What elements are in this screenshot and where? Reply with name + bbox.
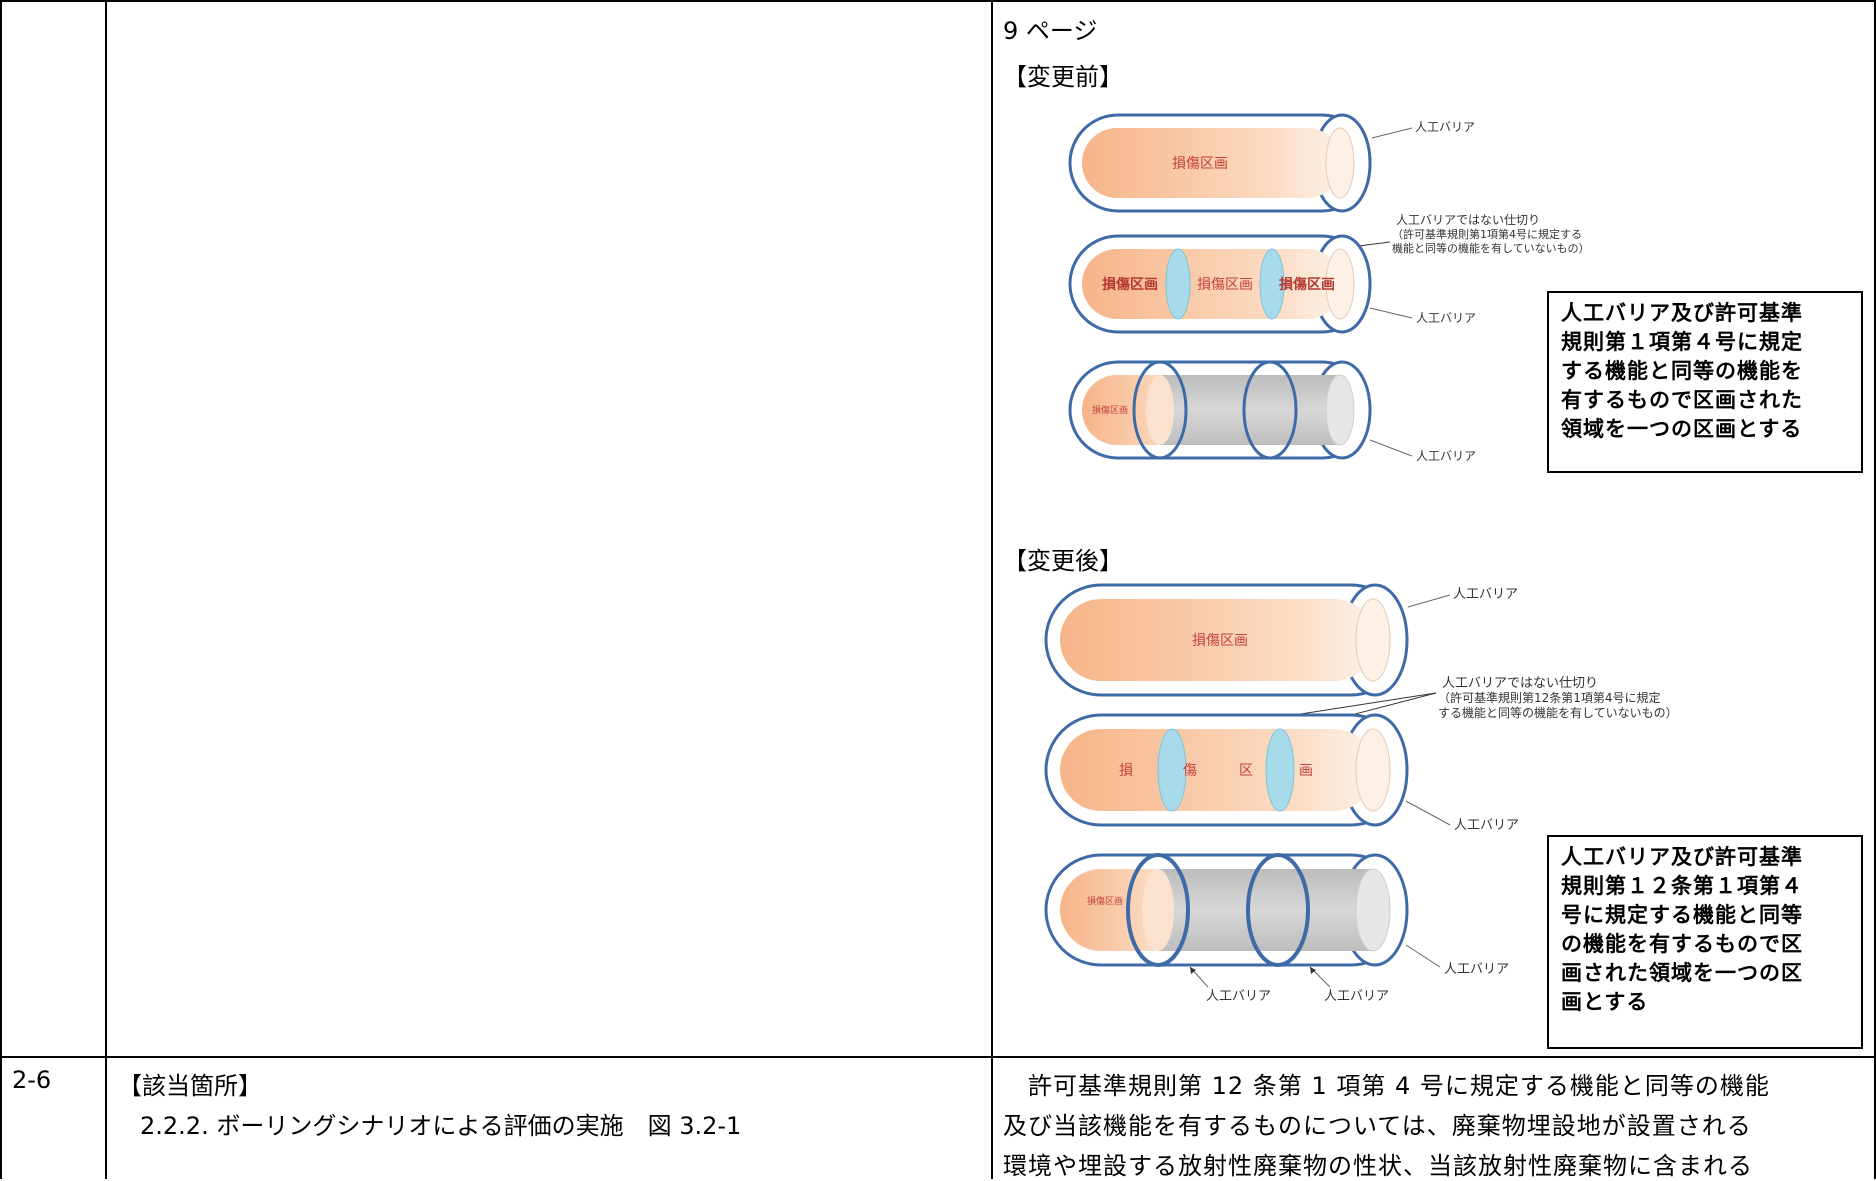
svg-text:画: 画 <box>1299 763 1313 779</box>
svg-text:損: 損 <box>1119 763 1133 779</box>
svg-text:人工バリア: 人工バリア <box>1206 989 1271 1004</box>
svg-text:人工バリア: 人工バリア <box>1324 989 1389 1004</box>
svg-text:傷: 傷 <box>1183 763 1197 779</box>
svg-text:損傷区画: 損傷区画 <box>1192 633 1248 649</box>
after-heading: 【変更後】 <box>1003 547 1123 575</box>
svg-text:機能と同等の機能を有していないもの）: 機能と同等の機能を有していないもの） <box>1392 241 1590 255</box>
after-tube-3: 損傷区画 人工バリア 人工バリア 人工バリア <box>1044 853 1509 1004</box>
body-line-1: 許可基準規則第 12 条第 1 項第 4 号に規定する機能と同等の機能 <box>1003 1072 1770 1100</box>
table-border-right <box>1874 0 1876 1179</box>
before-heading: 【変更前】 <box>1003 63 1123 91</box>
svg-text:人工バリアではない仕切り: 人工バリアではない仕切り <box>1442 676 1598 691</box>
svg-text:人工バリア: 人工バリア <box>1444 962 1509 977</box>
svg-text:人工バリアではない仕切り: 人工バリアではない仕切り <box>1396 213 1540 227</box>
svg-text:人工バリア: 人工バリア <box>1454 818 1519 833</box>
location-heading: 【該当箇所】 <box>118 1072 262 1100</box>
table-border-top <box>0 0 1876 2</box>
before-tube-3: 損傷区画 人工バリア <box>1068 360 1476 463</box>
after-tube-2: 損 傷 区 画 人工バリア <box>1044 713 1519 833</box>
before-note-box: 人工バリア及び許可基準 規則第１項第４号に規定 する機能と同等の機能を 有するも… <box>1547 291 1863 473</box>
body-line-2: 及び当該機能を有するものについては、廃棄物埋設地が設置される <box>1003 1112 1752 1140</box>
row-number: 2-6 <box>12 1066 52 1094</box>
svg-text:損傷区画: 損傷区画 <box>1087 895 1123 907</box>
svg-text:損傷区画: 損傷区画 <box>1092 404 1128 416</box>
svg-text:人工バリア: 人工バリア <box>1416 449 1476 463</box>
before-tube-1: 損傷区画 人工バリア <box>1068 113 1475 213</box>
diagram-before: 損傷区画 人工バリア 人工バリアではない仕切り （許可基準規則第1項第4号に規定… <box>1068 113 1590 463</box>
svg-text:（許可基準規則第1項第4号に規定する: （許可基準規則第1項第4号に規定する <box>1392 227 1582 241</box>
before-tube1-zone-label: 損傷区画 <box>1172 156 1228 172</box>
after-tube-1: 損傷区画 人工バリア <box>1044 583 1518 697</box>
svg-text:する機能と同等の機能を有していないもの）: する機能と同等の機能を有していないもの） <box>1438 705 1678 720</box>
svg-text:人工バリア: 人工バリア <box>1453 587 1518 602</box>
location-detail: 2.2.2. ボーリングシナリオによる評価の実施 図 3.2-1 <box>140 1112 742 1140</box>
svg-text:損傷区画: 損傷区画 <box>1279 276 1335 293</box>
diagram-after: 損傷区画 人工バリア 人工バリアではない仕切り （許可基準規則第12条第1項第4… <box>1044 583 1678 1004</box>
before-partition-label: 人工バリアではない仕切り （許可基準規則第1項第4号に規定する 機能と同等の機能… <box>1279 213 1590 259</box>
before-tube1-barrier-label: 人工バリア <box>1415 120 1475 134</box>
svg-text:人工バリア: 人工バリア <box>1416 311 1476 325</box>
table-border-left <box>0 0 2 1179</box>
table-row-divider <box>0 1056 1876 1058</box>
body-line-3: 環境や埋設する放射性廃棄物の性状、当該放射性廃棄物に含まれる <box>1003 1152 1753 1180</box>
svg-text:損傷区画: 損傷区画 <box>1197 277 1253 293</box>
svg-text:区: 区 <box>1239 763 1253 779</box>
before-tube-2: 損傷区画 損傷区画 損傷区画 人工バリア <box>1068 234 1476 334</box>
table-border-col2 <box>991 0 993 1179</box>
after-note-box: 人工バリア及び許可基準 規則第１２条第１項第４ 号に規定する機能と同等 の機能を… <box>1547 835 1863 1049</box>
svg-text:損傷区画: 損傷区画 <box>1102 276 1158 293</box>
svg-text:（許可基準規則第12条第1項第4号に規定: （許可基準規則第12条第1項第4号に規定 <box>1438 690 1661 705</box>
page-label: 9 ページ <box>1003 17 1098 45</box>
table-border-col1 <box>105 0 107 1179</box>
